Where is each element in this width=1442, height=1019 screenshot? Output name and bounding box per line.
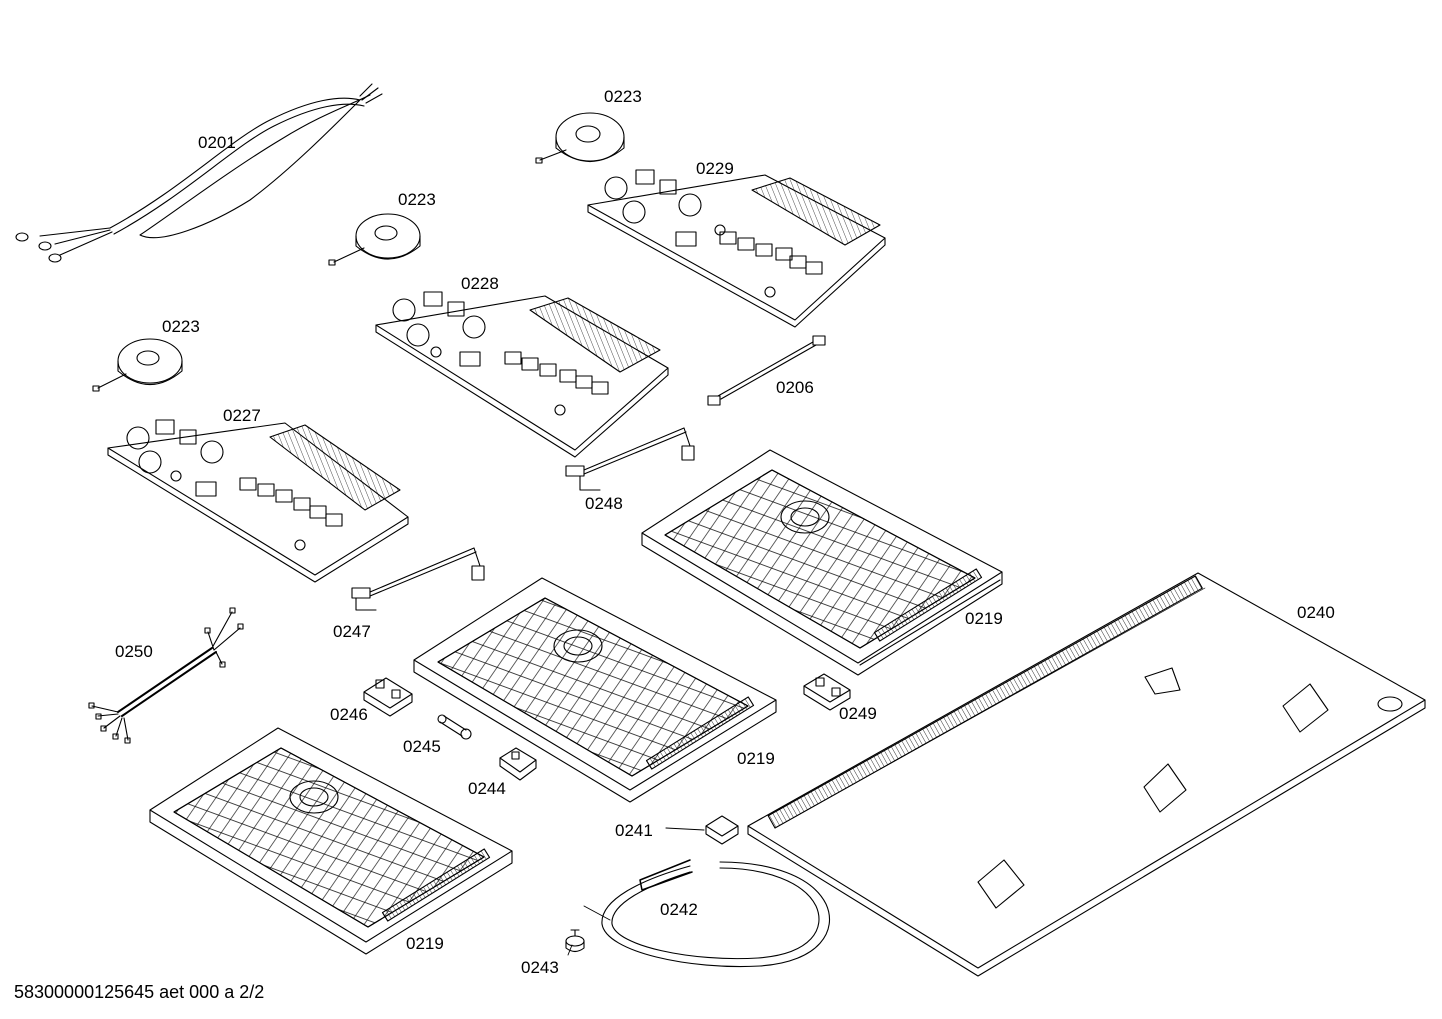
callout-0247: 0247	[333, 622, 371, 641]
wiring-harness-0250	[88, 607, 244, 744]
ribbon-cable-0247	[351, 547, 485, 611]
grommet-0243	[565, 929, 585, 953]
ribbon-cable-0248	[565, 427, 695, 491]
glass-top-0240	[747, 572, 1426, 977]
callout-0223-middle: 0223	[398, 190, 436, 209]
terminal-block-0249	[803, 673, 851, 711]
document-reference: 58300000125645 aet 000 a 2/2	[14, 982, 265, 1002]
callout-0223-top: 0223	[604, 87, 642, 106]
fan-0223-left	[92, 338, 183, 392]
circuit-board-0227	[107, 419, 409, 583]
callout-0242: 0242	[660, 900, 698, 919]
fan-0223-top	[535, 112, 625, 164]
callout-0223-left: 0223	[162, 317, 200, 336]
callout-0240: 0240	[1297, 603, 1335, 622]
callout-0248: 0248	[585, 494, 623, 513]
callout-0245: 0245	[403, 737, 441, 756]
housing-0219-middle	[413, 577, 777, 803]
callout-0201: 0201	[198, 133, 236, 152]
callout-0228: 0228	[461, 274, 499, 293]
circuit-board-0229	[587, 169, 886, 328]
leader-lines	[567, 905, 611, 956]
mains-cable-0201	[15, 83, 383, 263]
housing-0219-left	[149, 727, 513, 955]
callout-0227: 0227	[223, 406, 261, 425]
sensor-cable-0242	[601, 859, 830, 968]
callout-0243: 0243	[521, 958, 559, 977]
sensor-clip-0241	[665, 815, 739, 845]
callout-0246: 0246	[330, 705, 368, 724]
callout-0219-middle: 0219	[737, 749, 775, 768]
callout-0249: 0249	[839, 704, 877, 723]
callout-0219-left: 0219	[406, 934, 444, 953]
terminal-0244	[499, 747, 537, 781]
callout-0241: 0241	[615, 821, 653, 840]
fan-0223-middle	[328, 213, 421, 266]
ribbon-cable-0206	[707, 335, 826, 406]
callout-0244: 0244	[468, 779, 506, 798]
terminal-block-0246	[363, 677, 413, 717]
callout-0206: 0206	[776, 378, 814, 397]
callout-0250: 0250	[115, 642, 153, 661]
fuse-0245	[437, 714, 472, 740]
callout-0219-right: 0219	[965, 609, 1003, 628]
housing-0219-right	[641, 449, 1003, 676]
circuit-board-0228	[375, 291, 669, 458]
callout-0229: 0229	[696, 159, 734, 178]
